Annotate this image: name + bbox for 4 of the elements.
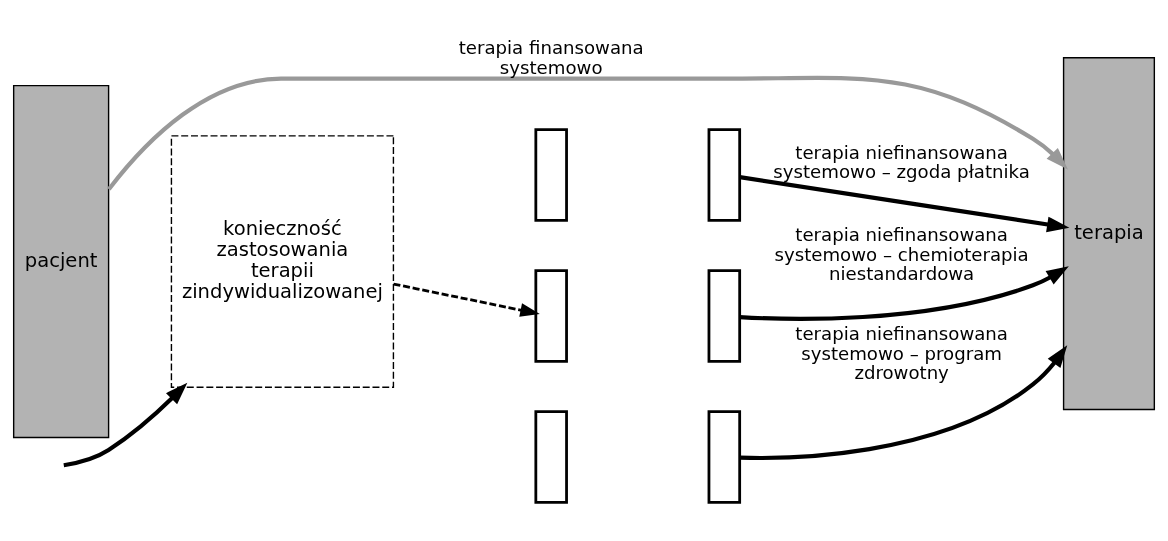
edge-label: terapia niefinansowana systemowo – program zdrowotny [795,322,1008,383]
edge-label: terapia finansowana systemowo [458,36,644,78]
edge-label: terapia niefinansowana systemowo – chemioterapia niestandardowa [774,223,1029,284]
edge-label: terapia niefinansowana systemowo – zgoda płatnika [773,141,1030,182]
